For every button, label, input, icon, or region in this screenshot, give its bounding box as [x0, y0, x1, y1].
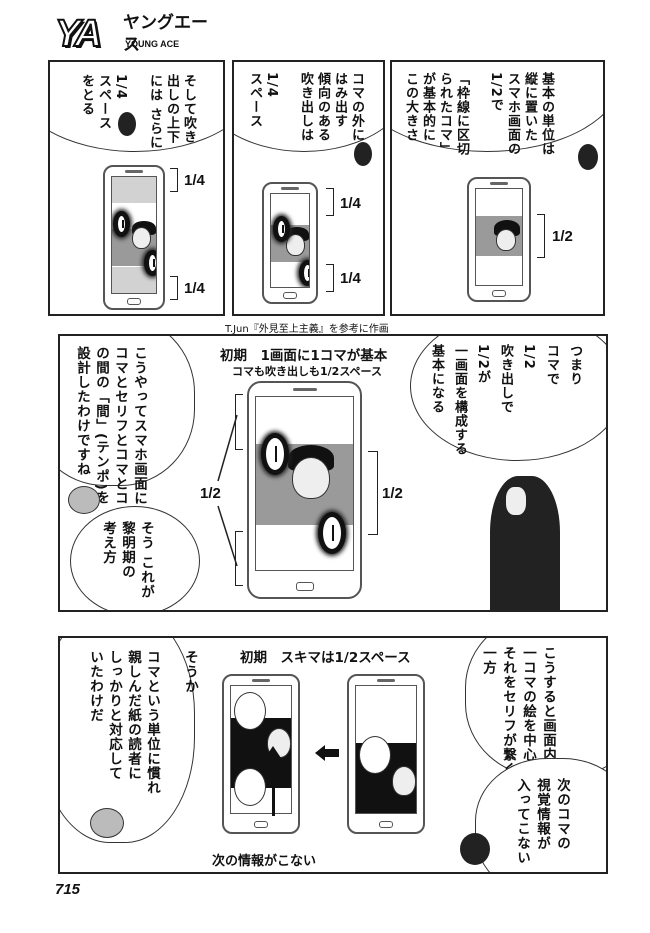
- bubble-text: 基本の単位は 縦に置いた スマホ画面の 1/2で 「枠線に区切 られたコマ」 が…: [403, 72, 554, 156]
- bubble-text: こうすると画面内に 一コマの絵を中心に それをセリフが繋ぐ 一方: [480, 646, 556, 777]
- character-head-icon: [460, 833, 490, 865]
- bubble-text: こうやってスマホ画面に コマとセリフとコマとコマ の間の「間」(テンポ)を 設計…: [74, 346, 147, 520]
- diagram-caption: 次の情報がこない: [212, 854, 317, 869]
- bubble-text: つまり コマで 1/2 吹き出しで 1/2が 一画面を構成する 基本になる: [429, 344, 582, 456]
- phone-illustration: [247, 381, 362, 599]
- bubble-text: そして吹き 出しの上下 には さらに 1/4 スペース をとる: [79, 74, 196, 150]
- sfx-bubble: [273, 216, 290, 242]
- speech-bubble: [392, 62, 603, 152]
- panel-row3: そうか コマという単位に慣れ 親しんだ紙の読者に しっかりと対応して いたわけだ…: [58, 636, 608, 874]
- phone-illustration: [262, 182, 318, 304]
- bubble-text: そう これが 黎明期の 考え方: [100, 521, 154, 600]
- bracket: [537, 214, 545, 258]
- character-head-icon: [354, 142, 372, 166]
- mascot-icon: [68, 486, 100, 514]
- young-ace-logo: YA ヤングエース YOUNG ACE: [54, 12, 215, 56]
- diagram-title: 初期 スキマは1/2スペース: [240, 650, 411, 666]
- phone-illustration-after: [347, 674, 425, 834]
- speech-bubble: [475, 758, 606, 872]
- diagram-title: 初期 1画面に1コマが基本: [220, 348, 388, 364]
- fraction-label: 1/2: [382, 485, 403, 502]
- logo-mark: YA: [54, 12, 103, 56]
- mascot-icon: [90, 808, 124, 838]
- speech-bubble: [70, 506, 200, 610]
- sfx-bubble: [299, 260, 309, 286]
- diagram-subtitle: コマも吹き出しも1/2スペース: [232, 365, 383, 378]
- fraction-label: 1/4: [340, 270, 361, 287]
- phone-illustration: [103, 165, 165, 310]
- panel-row1-middle: コマの外に はみ出す 傾向のある 吹き出しは 1/4 スペース 1/4 1/4: [232, 60, 385, 316]
- bracket-lines: [217, 414, 238, 567]
- fraction-label: 1/2: [552, 228, 573, 245]
- bubble-text: そうか コマという単位に慣れ 親しんだ紙の読者に しっかりと対応して いたわけだ: [87, 650, 198, 795]
- logo-english: YOUNG ACE: [125, 39, 180, 49]
- character-head-icon: [578, 144, 598, 170]
- speech-bubble: [410, 336, 606, 461]
- fraction-label: 1/2: [200, 485, 221, 502]
- page-number: 715: [55, 881, 81, 898]
- speech-bubble: [234, 62, 383, 152]
- bubble-text: コマの外に はみ出す 傾向のある 吹き出しは 1/4 スペース: [247, 72, 364, 142]
- speech-bubble: [60, 638, 195, 843]
- speech-bubble: [50, 62, 223, 152]
- bubble-text: 次のコマの 視覚情報が 入ってこない: [514, 778, 570, 865]
- logo-kana: ヤングエース: [123, 13, 208, 55]
- speech-bubble: [60, 336, 195, 486]
- character-head-icon: [118, 112, 136, 136]
- left-arrow-icon: [315, 745, 325, 761]
- panel-row1-right: 基本の単位は 縦に置いた スマホ画面の 1/2で 「枠線に区切 られたコマ」 が…: [390, 60, 605, 316]
- swipe-up-arrow-icon: [272, 756, 275, 816]
- phone-illustration: [467, 177, 531, 302]
- panel-row2: こうやってスマホ画面に コマとセリフとコマとコマ の間の「間」(テンポ)を 設計…: [58, 334, 608, 612]
- fraction-label: 1/4: [340, 195, 361, 212]
- phone-illustration-before: [222, 674, 300, 834]
- fraction-label: 1/4: [184, 280, 205, 297]
- image-credit-caption: T.Jun『外見至上主義』を参考に作画: [225, 324, 389, 335]
- panel-row1-left: そして吹き 出しの上下 には さらに 1/4 スペース をとる 1/4 1/4: [48, 60, 225, 316]
- fraction-label: 1/4: [184, 172, 205, 189]
